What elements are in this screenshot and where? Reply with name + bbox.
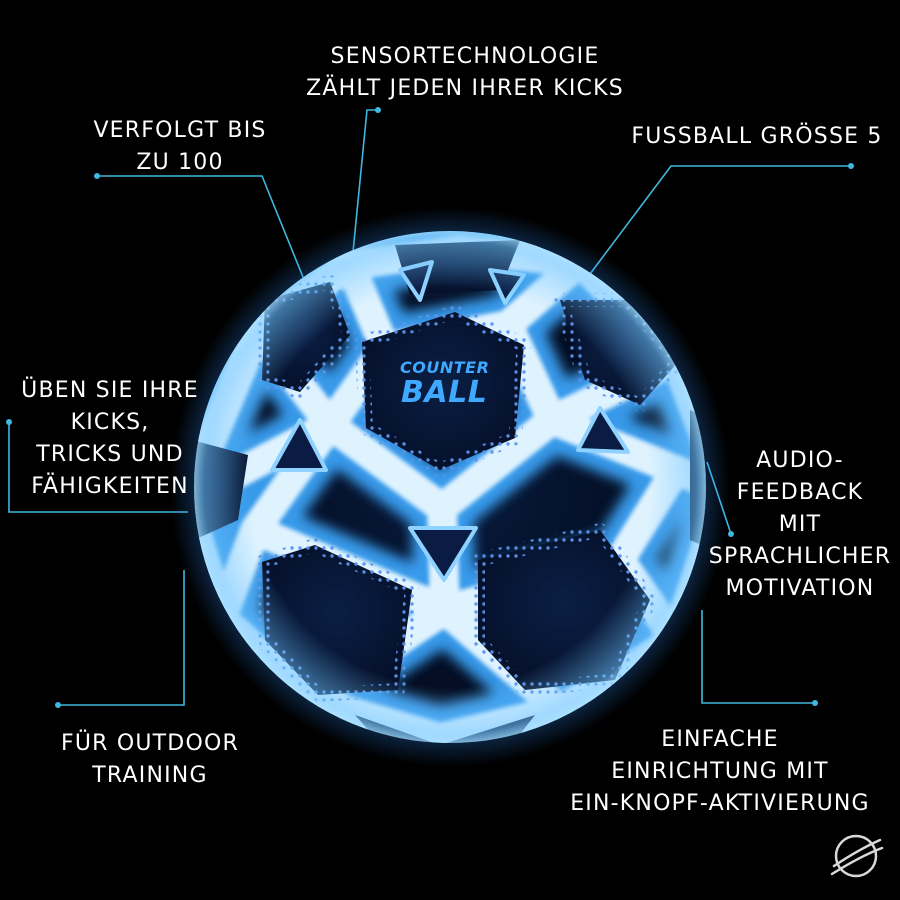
practice-line-1: Üben Sie Ihre <box>21 378 199 403</box>
audio-line-2: Feedback <box>736 480 864 505</box>
practice-leader-dot <box>6 419 12 425</box>
sensor-leader-dot <box>375 107 381 113</box>
outdoor-feature-label: Für Outdoor Training <box>30 728 270 792</box>
audio-line-4: sprachlicher <box>708 544 892 569</box>
practice-line-3: Tricks und <box>36 442 184 467</box>
setup-leader-line <box>701 610 815 704</box>
setup-line-1: Einfache <box>661 727 779 752</box>
setup-line-2: Einrichtung mit <box>611 759 829 784</box>
outdoor-leader-line <box>58 570 185 706</box>
logo-ball-text: BALL <box>401 375 487 410</box>
outdoor-leader-dot <box>55 702 61 708</box>
logo-counter-text: COUNTER <box>400 358 489 377</box>
sensor-line-2: zählt jeden Ihrer Kicks <box>306 76 624 101</box>
sensor-feature-label: Sensortechnologie zählt jeden Ihrer Kick… <box>250 41 680 105</box>
audio-line-5: Motivation <box>725 576 875 601</box>
audio-line-3: mit <box>778 512 822 537</box>
ball-rim-light <box>194 231 706 743</box>
tracking-leader-dot <box>94 173 100 179</box>
setup-feature-label: Einfache Einrichtung mit Ein-Knopf-Aktiv… <box>540 724 900 820</box>
tracking-line-2: zu 100 <box>136 150 224 175</box>
practice-feature-label: Üben Sie Ihre Kicks, Tricks und Fähigkei… <box>0 375 220 503</box>
audio-leader-dot <box>728 531 734 537</box>
tracking-feature-label: Verfolgt bis zu 100 <box>60 115 300 179</box>
audio-line-1: Audio- <box>756 448 844 473</box>
audio-feature-label: Audio- Feedback mit sprachlicher Motivat… <box>700 445 900 605</box>
practice-leader-line <box>8 422 188 513</box>
practice-line-4: Fähigkeiten <box>31 474 189 499</box>
outdoor-line-2: Training <box>92 763 208 788</box>
sensor-line-1: Sensortechnologie <box>330 44 600 69</box>
setup-line-3: Ein-Knopf-Aktivierung <box>570 791 870 816</box>
practice-line-2: Kicks, <box>70 410 150 435</box>
size-leader-line <box>586 165 851 279</box>
tracking-leader-line <box>97 175 306 283</box>
counter-ball-logo: COUNTER BALL <box>400 358 489 410</box>
size-feature-label: Fussball Grösse 5 <box>614 121 900 153</box>
sensor-leader-line <box>351 109 378 263</box>
setup-leader-dot <box>812 700 818 706</box>
brand-swirl-icon <box>830 834 884 878</box>
size-line-1: Fussball Grösse 5 <box>631 124 883 149</box>
size-leader-dot <box>848 163 854 169</box>
tracking-line-1: Verfolgt bis <box>93 118 267 143</box>
outdoor-line-1: Für Outdoor <box>61 731 239 756</box>
